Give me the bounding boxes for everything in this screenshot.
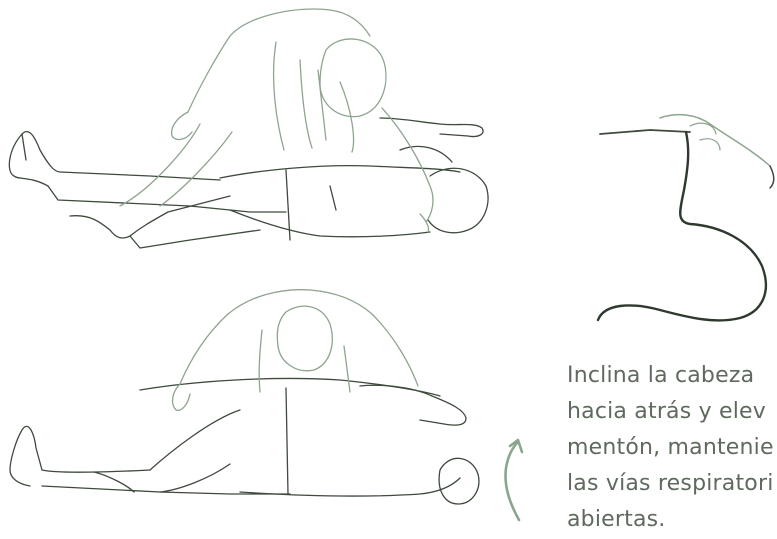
top-scene bbox=[8, 8, 489, 249]
top-helper-person bbox=[119, 8, 434, 233]
number-5-icon bbox=[596, 113, 775, 322]
instruction-caption: Inclina la cabeza hacia atrás y elev men… bbox=[567, 363, 774, 532]
top-lying-person bbox=[8, 117, 489, 249]
bottom-scene bbox=[9, 289, 480, 505]
bottom-lying-person bbox=[9, 377, 480, 505]
bottom-helper-person bbox=[171, 289, 419, 411]
curved-arrow-up-icon bbox=[504, 438, 524, 522]
